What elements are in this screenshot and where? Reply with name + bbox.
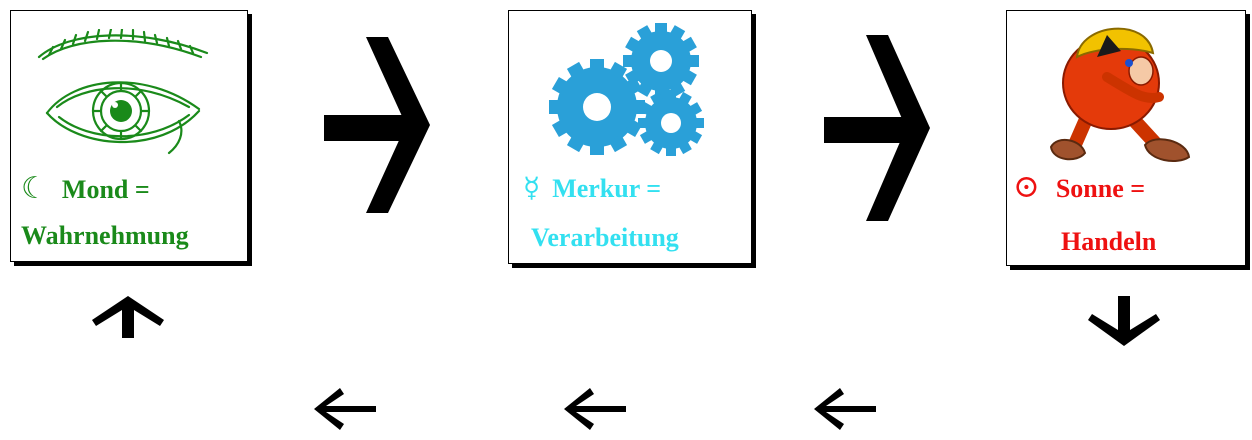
up-arrow [92, 296, 164, 338]
stage-card-mond: ☾ Mond = Wahrnehmung [10, 10, 248, 262]
right-chevron-arrow [824, 35, 930, 221]
gears-icon [549, 23, 704, 156]
moon-symbol-icon: ☾ [21, 172, 48, 205]
left-arrow [314, 388, 376, 430]
left-arrow [814, 388, 876, 430]
stage-title-mond: ☾ Mond = [21, 171, 150, 206]
stage-title-text: Merkur = [552, 174, 662, 203]
walking-figure-icon [1049, 27, 1191, 162]
stage-subtitle-mond: Wahrnehmung [21, 221, 189, 250]
sun-symbol-icon: ⊙ [1013, 168, 1040, 204]
eye-icon [37, 29, 209, 155]
stage-card-merkur: ☿ Merkur = Verarbeitung [508, 10, 752, 264]
right-chevron-arrow [324, 37, 430, 213]
stage-title-text: Sonne = [1055, 174, 1146, 203]
down-arrow [1088, 296, 1160, 346]
stage-title-text: Mond = [61, 175, 150, 204]
stage-title-sonne: ⊙ Sonne = [1013, 167, 1145, 205]
stage-card-sonne: ⊙ Sonne = Handeln [1006, 10, 1246, 266]
mercury-symbol-icon: ☿ [523, 173, 541, 204]
left-arrow [564, 388, 626, 430]
stage-title-merkur: ☿ Merkur = [523, 171, 661, 205]
stage-subtitle-sonne: Handeln [1061, 227, 1157, 256]
stage-subtitle-merkur: Verarbeitung [531, 223, 679, 252]
